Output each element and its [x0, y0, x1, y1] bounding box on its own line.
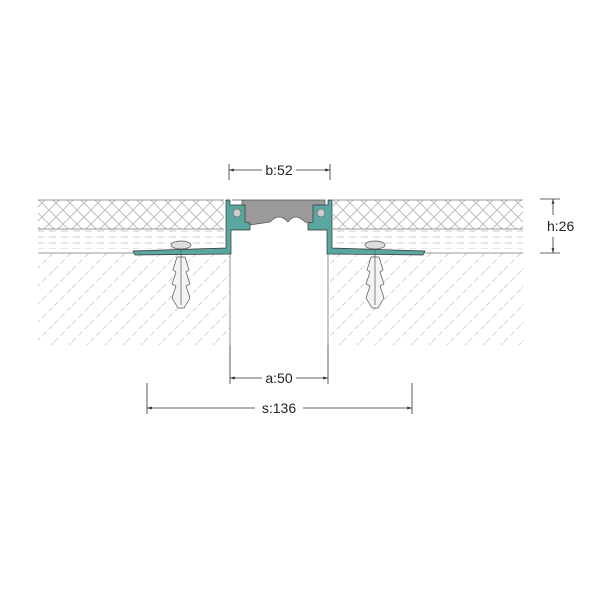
dimension-h: h:26 — [540, 198, 574, 254]
concrete-left — [38, 253, 230, 345]
dimension-b: b:52 — [228, 162, 331, 180]
anchor-right — [364, 240, 386, 309]
tile-layer-left — [38, 200, 224, 229]
screed-layer-right — [333, 229, 523, 249]
dimension-s-label: s:136 — [262, 400, 296, 416]
right-slab — [327, 199, 523, 345]
dimension-h-label: h:26 — [547, 218, 574, 234]
rubber-insert — [232, 199, 326, 226]
screed-layer-left — [38, 229, 224, 249]
tile-layer-right — [333, 200, 523, 229]
dimension-a: a:50 — [229, 345, 329, 386]
left-slab — [38, 199, 231, 345]
aluminium-profile-left — [132, 199, 251, 256]
anchor-left — [170, 240, 192, 309]
concrete-right — [328, 253, 523, 345]
screw-head-icon — [364, 240, 386, 250]
screw-head-icon — [170, 240, 192, 250]
aluminium-profile-right — [307, 199, 426, 256]
dimension-a-label: a:50 — [265, 370, 292, 386]
dimension-b-label: b:52 — [265, 162, 292, 178]
dimension-s: s:136 — [146, 383, 413, 416]
joint-profile — [132, 199, 426, 256]
